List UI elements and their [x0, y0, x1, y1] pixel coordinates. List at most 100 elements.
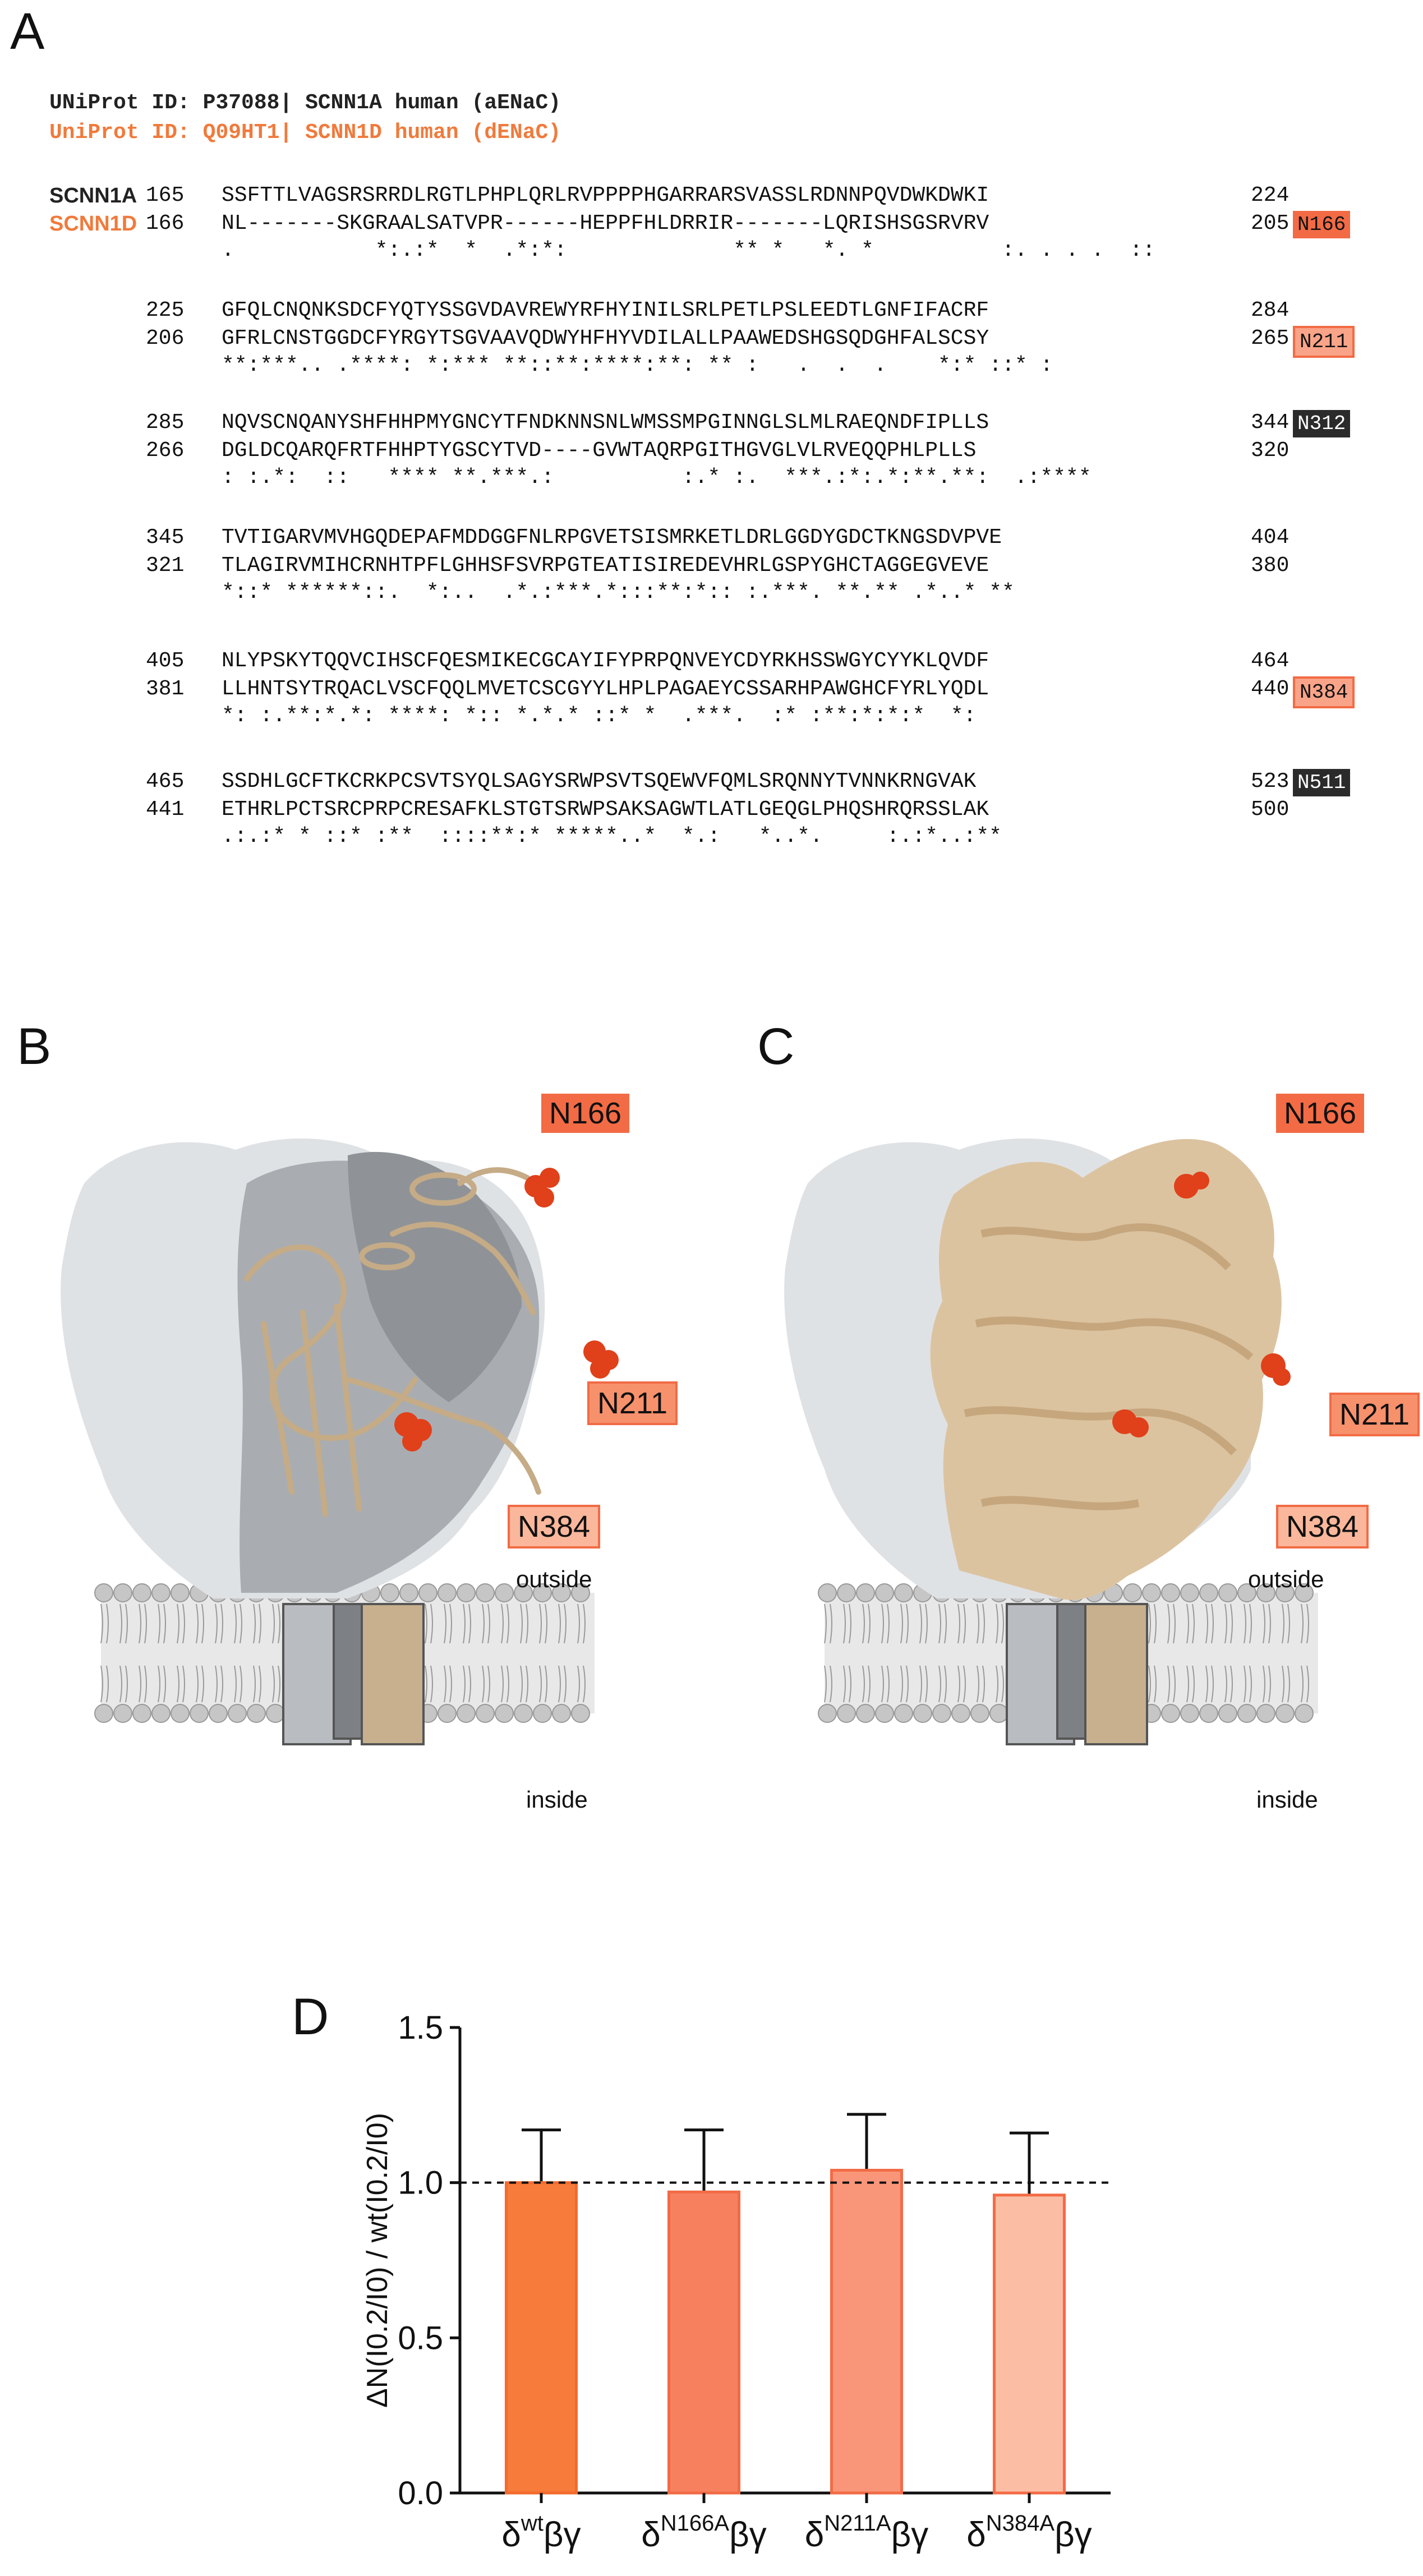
lipid-tail [100, 1665, 109, 1703]
y-tick-label: 1.5 [398, 2010, 443, 2046]
seq-end-a: 464 [1251, 649, 1290, 673]
lipid-head [932, 1704, 951, 1723]
seq-end-d: 380 [1251, 554, 1290, 578]
seq-start-d: 266 [146, 439, 185, 463]
lipid-tail [919, 1665, 928, 1703]
glycosylation-sites-b [394, 1168, 619, 1451]
lipid-tail [843, 1665, 851, 1703]
lipid-tail [1244, 1665, 1252, 1703]
site-label-n384-c: N384 [1276, 1505, 1369, 1549]
conservation-line: *::* ******::. *:.. .*.:***.*:::**:*:: :… [222, 580, 1015, 605]
lipid-tail [1205, 1665, 1214, 1703]
lipid-head [228, 1704, 247, 1723]
lipid-head [151, 1583, 171, 1602]
panel-label-a: A [10, 3, 45, 60]
lipid-head [1218, 1704, 1237, 1723]
lipid-tail [957, 1665, 966, 1703]
lipid-head [894, 1583, 913, 1602]
y-tick-label: 1.0 [398, 2165, 443, 2201]
lipid-head [457, 1704, 476, 1723]
lipid-tail [1301, 1665, 1309, 1703]
lipid-head [571, 1583, 590, 1602]
lipid-tail [234, 1665, 242, 1703]
site-tag-n166: N166 [1293, 211, 1351, 239]
x-tick-label: δwtβγ [501, 2511, 581, 2554]
panel-label-b: B [17, 1018, 52, 1075]
lipid-head [818, 1704, 837, 1723]
lipid-tail [234, 1603, 242, 1644]
seq-d: DGLDCQARQFRTFHHPTYGSCYTVD----GVWTAQRPGIT… [222, 439, 977, 463]
y-axis-label: ΔN(I0.2/I0) / wt(I0.2/I0) [361, 2113, 394, 2408]
lipid-tail [463, 1665, 471, 1703]
seq-d: NL-------SKGRAALSATVPR------HEPPFHLDRRIR… [222, 211, 989, 236]
lipid-tail [520, 1665, 528, 1703]
lipid-tail [520, 1603, 528, 1644]
lipid-tail [1282, 1603, 1290, 1644]
lipid-tail [425, 1665, 433, 1703]
lipid-head [1180, 1704, 1199, 1723]
lipid-head [894, 1704, 913, 1723]
lipid-head [970, 1704, 989, 1723]
lipid-head [1295, 1583, 1314, 1602]
outside-label-b: outside [516, 1566, 592, 1592]
lipid-tail [996, 1603, 1004, 1644]
seq-start-a: 165 [146, 183, 185, 208]
conservation-line: . *:.:* * .*:*: ** * *. * :. . . . :: [222, 238, 1155, 262]
lipid-head [476, 1583, 495, 1602]
lipid-head [989, 1704, 1008, 1723]
seq-a: TVTIGARVMVHGQDEPAFMDDGGFNLRPGVETSISMRKET… [222, 526, 1002, 550]
lipid-tail [1186, 1603, 1195, 1644]
conservation-line: *: :.**:*.*: ****: *:: *.*.* ::* * .***.… [222, 704, 977, 728]
lipid-head [1180, 1583, 1199, 1602]
lipid-tail [1263, 1665, 1271, 1703]
lipid-head [533, 1704, 552, 1723]
lipid-head [438, 1704, 457, 1723]
lipid-head [380, 1583, 399, 1602]
seq-d: GFRLCNSTGGDCFYRGYTSGVAAVQDWYHFHYVDILALLP… [222, 326, 989, 351]
lipid-head [875, 1583, 894, 1602]
seq-end-a: 404 [1251, 526, 1290, 550]
lipid-tail [158, 1665, 166, 1703]
lipid-tail [139, 1665, 147, 1703]
seq-start-d: 321 [146, 554, 185, 578]
lipid-head [209, 1704, 228, 1723]
seq-end-a: 284 [1251, 298, 1290, 322]
seq-end-d: 500 [1251, 798, 1290, 822]
lipid-head [514, 1704, 533, 1723]
lipid-tail [482, 1665, 490, 1703]
site-tag-n511: N511 [1293, 769, 1351, 797]
lipid-head [247, 1704, 266, 1723]
lipid-tail [177, 1665, 185, 1703]
seq-start-d: 441 [146, 798, 185, 822]
lipid-tail [558, 1603, 567, 1644]
uniprot-header-scnn1a: UNiProt ID: P37088| SCNN1A human (aENaC) [49, 91, 561, 115]
lipid-tail [558, 1665, 567, 1703]
lipid-head [856, 1704, 875, 1723]
seq-a: SSFTTLVAGSRSRRDLRGTLPHPLQRLRVPPPPHGARRAR… [222, 183, 989, 208]
protein-surface-grey [61, 1138, 545, 1598]
lipid-head [113, 1583, 132, 1602]
seq-a: NLYPSKYTQQVCIHSCFQESMIKECGCAYIFYPRPQNVEY… [222, 649, 989, 673]
inside-label-c: inside [1256, 1786, 1318, 1813]
lipid-tail [881, 1665, 890, 1703]
seq-end-d: 440 [1251, 677, 1290, 701]
conservation-line: **:***.. .****: *:*** **::**:****:**: **… [222, 353, 1053, 377]
lipid-head [1161, 1583, 1180, 1602]
inside-label-b: inside [526, 1786, 588, 1813]
site-label-n384-b: N384 [508, 1505, 601, 1549]
lipid-tail [919, 1603, 928, 1644]
lipid-head [1275, 1583, 1295, 1602]
seq-start-a: 345 [146, 526, 185, 550]
structure-panel-c [784, 1138, 1318, 1745]
lipid-tail [196, 1603, 204, 1644]
lipid-head [266, 1704, 285, 1723]
lipid-tail [177, 1603, 185, 1644]
x-tick-label: δN384Aβγ [966, 2511, 1092, 2554]
lipid-tail [824, 1603, 832, 1644]
panel-label-d: D [292, 1988, 329, 2045]
lipid-tail [215, 1603, 223, 1644]
lipid-tail [1244, 1603, 1252, 1644]
seq-start-a: 285 [146, 411, 185, 435]
lipid-tail [196, 1665, 204, 1703]
lipid-head [171, 1704, 190, 1723]
